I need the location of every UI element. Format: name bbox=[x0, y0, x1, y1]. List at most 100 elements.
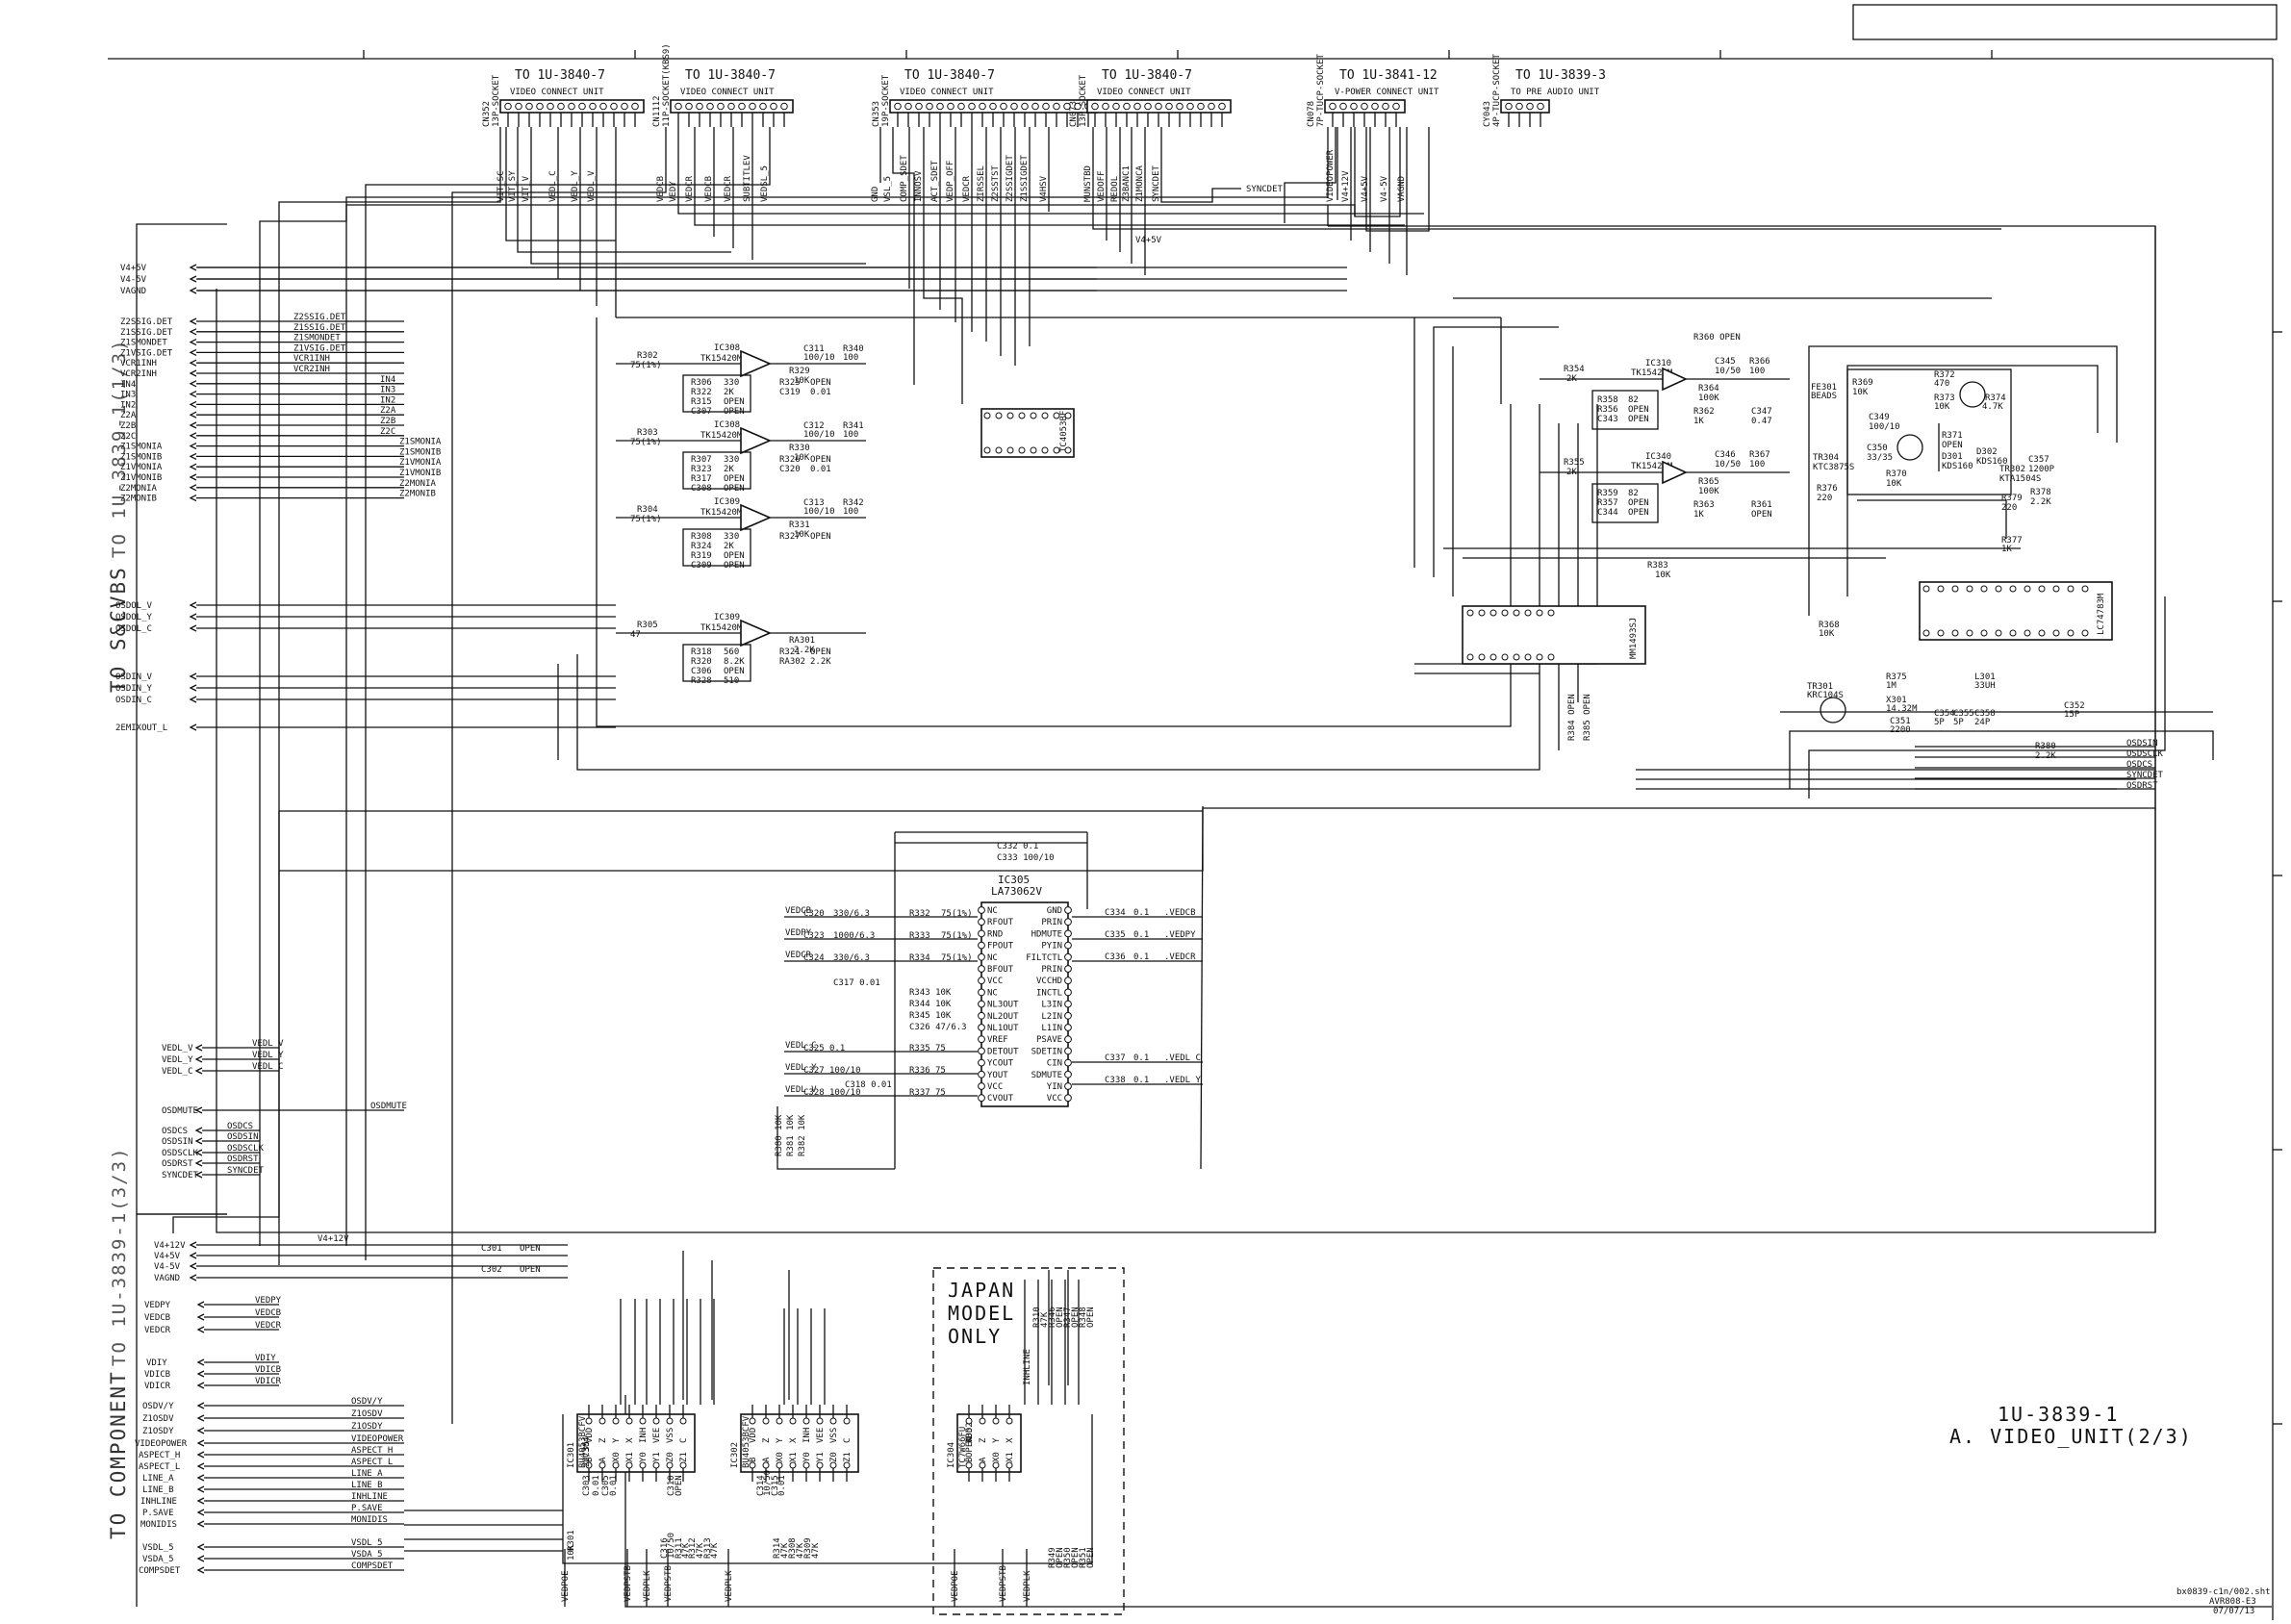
ic-pin bbox=[1951, 629, 1959, 637]
lower-part: R311 bbox=[675, 1537, 684, 1559]
ic-pin bbox=[2081, 629, 2089, 637]
amp-part-ref: R326 bbox=[779, 455, 801, 465]
ic305-right-pin-name: PSAVE bbox=[1036, 1035, 1062, 1045]
ic305-output-cap-value: 0.1 bbox=[1133, 1053, 1149, 1063]
ic305-right-pin bbox=[1064, 929, 1072, 938]
ramp-cv: 10/50 bbox=[1715, 367, 1741, 376]
ic307-output-net: OSDSCLK bbox=[2126, 749, 2164, 759]
connector-unit-0: VIDEO CONNECT UNIT bbox=[510, 88, 604, 97]
ic305-misc: C317 0.01 bbox=[833, 978, 880, 988]
lower-ic-pin: Y bbox=[612, 1437, 622, 1443]
lower-ic-pin: A bbox=[762, 1457, 772, 1462]
ramp-part-value: 1K bbox=[1693, 510, 1704, 520]
ic305-ref: IC305 bbox=[998, 874, 1030, 886]
ic305-lower-net: VEDL_V bbox=[785, 1085, 817, 1095]
lower-part: 47K bbox=[681, 1542, 691, 1559]
left-signal-inner: OSDMUTE bbox=[370, 1102, 407, 1111]
left-signal-label: Z1VMONIB bbox=[120, 473, 162, 483]
osc-part: 10K bbox=[1852, 388, 1869, 397]
amp-r: R341 bbox=[843, 421, 864, 431]
ic303-part: TC4053BF bbox=[1059, 411, 1069, 452]
left-signal-label: SYNCDET bbox=[162, 1171, 199, 1180]
left-signal-inner: LINE_B bbox=[351, 1481, 383, 1490]
ic-pin bbox=[1018, 446, 1026, 454]
left-signal-inner: IN4 bbox=[380, 375, 395, 385]
ic305-right-pin bbox=[1064, 941, 1072, 950]
ic305-output-cap: C337 bbox=[1105, 1053, 1126, 1063]
lower-part: OPEN bbox=[1056, 1307, 1065, 1328]
ramp-part-value: 82 bbox=[1628, 489, 1639, 498]
ramp-part-value: OPEN bbox=[1751, 510, 1772, 520]
left-signal-inner: ASPECT_H bbox=[351, 1446, 393, 1456]
ic-pin bbox=[1966, 585, 1973, 593]
ic307-part: L301 bbox=[1974, 672, 1996, 682]
amp-ref: IC309 bbox=[714, 613, 740, 622]
osc-part: 10K bbox=[1934, 402, 1950, 412]
osc-part: FE301 bbox=[1811, 383, 1837, 393]
connector-pin-net: VIT_V bbox=[522, 175, 531, 202]
connector-pin bbox=[989, 102, 997, 111]
left-signal-label: OSDMUTE bbox=[162, 1106, 198, 1116]
amp-part-ref: C319 bbox=[779, 388, 801, 397]
japan-note-line2: MODEL bbox=[948, 1302, 1015, 1325]
osc-part: C357 bbox=[2028, 455, 2049, 465]
lower-part: R310 bbox=[1032, 1307, 1042, 1328]
connector-pin bbox=[621, 102, 628, 111]
ic-pin bbox=[2052, 585, 2060, 593]
lower-bottom-net: VEDPOE bbox=[561, 1570, 571, 1602]
ic305-right-pin-name: SDMUTE bbox=[1031, 1071, 1063, 1080]
left-signal-label: VEDL_C bbox=[162, 1067, 193, 1077]
ic-pin bbox=[1536, 609, 1543, 617]
lower-ic-pin: B bbox=[585, 1458, 595, 1462]
left-signal-label: OSDSCLK bbox=[162, 1149, 199, 1158]
left-signal-inner: OSDV/Y bbox=[351, 1397, 383, 1407]
lower-ic-pin: VSS bbox=[666, 1428, 675, 1443]
ic305-misc: C333 100/10 bbox=[997, 853, 1055, 863]
ic305-left-pin-name: NC bbox=[987, 906, 998, 916]
ic-pin bbox=[995, 412, 1003, 419]
ic307-part: 33UH bbox=[1974, 681, 1996, 691]
ic307-part: R377 bbox=[2001, 536, 2023, 546]
ic305-left-pin bbox=[978, 906, 985, 914]
connector-pin bbox=[1329, 102, 1336, 111]
ic305-lower-cap-value: 100/10 bbox=[829, 1066, 861, 1076]
amp-rgv: 2.2K bbox=[794, 646, 815, 655]
ic305-misc: C318 0.01 bbox=[845, 1080, 892, 1090]
ic305-left-pin bbox=[978, 918, 985, 926]
ic305-left-pin bbox=[978, 965, 985, 973]
lower-ic-ref: IC302 bbox=[730, 1442, 740, 1468]
lower-part: C305 bbox=[601, 1475, 611, 1496]
left-signal-inner: Z2MONIB bbox=[399, 490, 436, 499]
ic305-input-cap-value: 330/6.3 bbox=[833, 953, 870, 963]
ic-pin bbox=[1524, 609, 1532, 617]
ic305-left-pin-name: NC bbox=[987, 988, 998, 998]
ic305-misc: R380 10K bbox=[775, 1114, 784, 1156]
connector-pin-net: VEDL_Y bbox=[571, 170, 580, 202]
ic305-left-pin-name: RFOUT bbox=[987, 918, 1014, 927]
connector-pin bbox=[1133, 102, 1141, 111]
left-signal-inner: VEDL_Y bbox=[252, 1051, 284, 1060]
power-rail-label: V4+5V bbox=[1135, 236, 1162, 245]
cap-value: OPEN bbox=[520, 1265, 541, 1275]
japan-note-line1: JAPAN bbox=[948, 1279, 1015, 1302]
left-signal-inner: Z2B bbox=[380, 417, 395, 426]
connector-pin-net: GND bbox=[871, 187, 880, 202]
lower-ic-ref: IC301 bbox=[567, 1442, 576, 1468]
connector-pin bbox=[1155, 102, 1162, 111]
cap-label: C302 bbox=[481, 1265, 502, 1275]
lower-ic-pin: C bbox=[843, 1438, 853, 1443]
lower-part: C304 bbox=[582, 1436, 592, 1458]
osc-part: R379 bbox=[2001, 494, 2023, 503]
lower-ic-pin: X0 bbox=[612, 1452, 622, 1462]
connector-pin bbox=[1208, 102, 1215, 111]
ic305-lower-res-value: 75 bbox=[935, 1044, 946, 1053]
lower-part: R348 bbox=[1079, 1307, 1088, 1328]
ic305-output-net: .VEDL_C bbox=[1164, 1053, 1201, 1063]
osc-part: 220 bbox=[1817, 494, 1832, 503]
ic-pin bbox=[1006, 446, 1014, 454]
lower-part: 47K bbox=[1040, 1311, 1050, 1328]
lower-ic-pin: VSS bbox=[829, 1428, 839, 1443]
ic-pin bbox=[2081, 585, 2089, 593]
ramp-part-ref: R358 bbox=[1597, 395, 1618, 405]
lower-ic-pin: X0 bbox=[776, 1452, 785, 1462]
